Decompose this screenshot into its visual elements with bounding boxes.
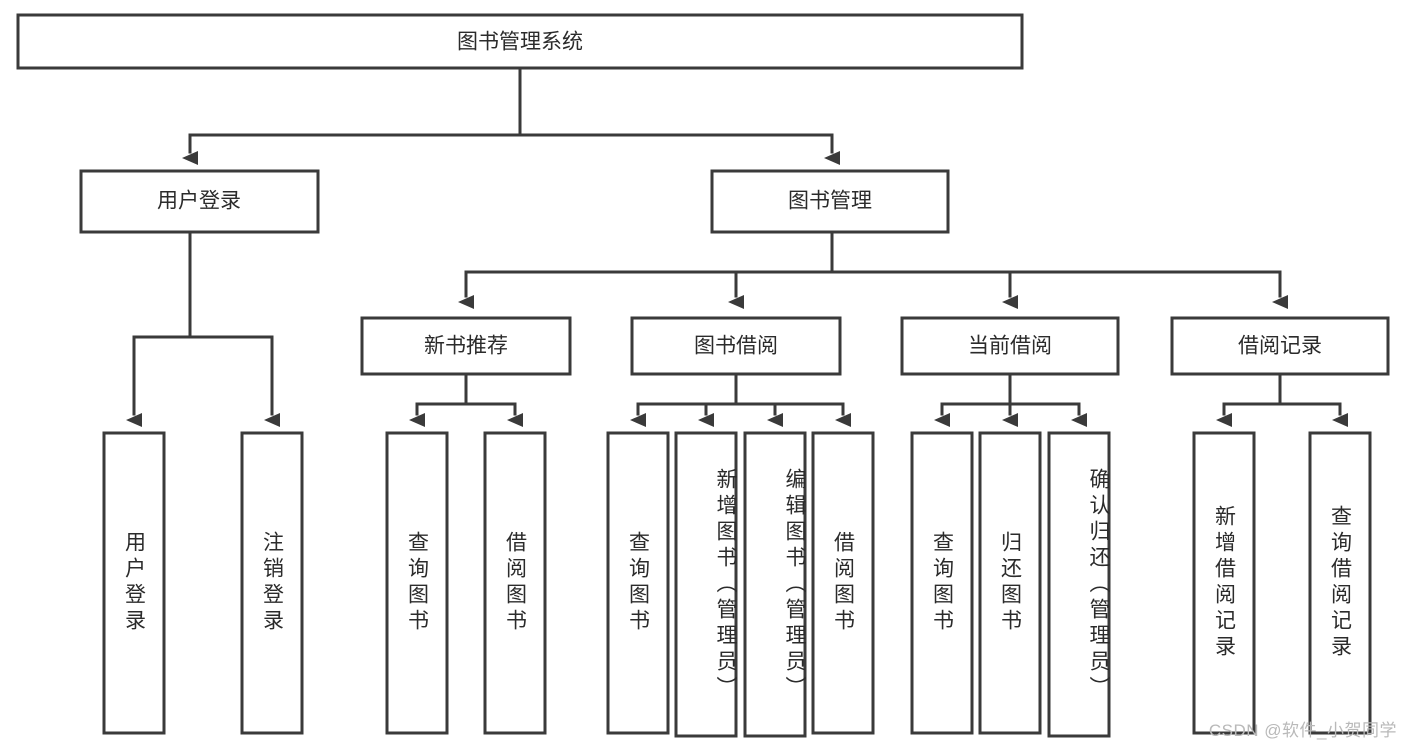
node-current-borrow[interactable]: 当前借阅 xyxy=(900,316,1120,376)
node-user-login[interactable]: 用户登录 xyxy=(79,169,320,234)
connector-current-to-leaves xyxy=(934,372,1087,427)
leaf-box xyxy=(674,431,738,738)
leaf-group-book-borrow xyxy=(606,431,875,738)
leaf-box xyxy=(102,431,166,735)
node-root[interactable]: 图书管理系统 xyxy=(16,13,1024,70)
leaf-group-borrow-record xyxy=(1192,431,1372,735)
connector-newbook-to-leaves xyxy=(409,372,523,427)
node-book-borrow-label: 图书借阅 xyxy=(694,335,778,358)
leaf-group-current-borrow xyxy=(910,431,1111,738)
node-new-book-recommend-label: 新书推荐 xyxy=(424,335,508,358)
csdn-watermark: CSDN @软件_小贺同学 xyxy=(1208,721,1397,740)
leaf-box xyxy=(606,431,670,735)
leaf-box xyxy=(385,431,449,735)
node-borrow-record[interactable]: 借阅记录 xyxy=(1170,316,1390,376)
leaf-group-user-login xyxy=(102,431,304,735)
leaf-box xyxy=(910,431,974,735)
leaf-group-new-book-recommend xyxy=(385,431,547,735)
connector-record-to-leaves xyxy=(1216,372,1348,427)
leaf-box xyxy=(1308,431,1372,735)
connector-bookmanage-to-level3 xyxy=(458,230,1288,309)
node-current-borrow-label: 当前借阅 xyxy=(968,335,1052,358)
connector-userlogin-to-leaves xyxy=(126,230,280,427)
node-book-manage[interactable]: 图书管理 xyxy=(710,169,950,234)
node-book-borrow[interactable]: 图书借阅 xyxy=(630,316,842,376)
leaf-box xyxy=(240,431,304,735)
connector-borrow-to-leaves xyxy=(630,372,851,427)
leaf-box xyxy=(483,431,547,735)
node-book-manage-label: 图书管理 xyxy=(788,190,872,213)
leaf-box xyxy=(1047,431,1111,738)
leaf-box xyxy=(811,431,875,735)
leaf-box xyxy=(978,431,1042,735)
node-new-book-recommend[interactable]: 新书推荐 xyxy=(360,316,572,376)
node-user-login-label: 用户登录 xyxy=(157,190,241,213)
leaf-box xyxy=(743,431,807,738)
leaf-box xyxy=(1192,431,1256,735)
node-root-label: 图书管理系统 xyxy=(457,31,583,54)
connector-root-to-level2 xyxy=(182,66,840,165)
node-borrow-record-label: 借阅记录 xyxy=(1238,335,1322,358)
